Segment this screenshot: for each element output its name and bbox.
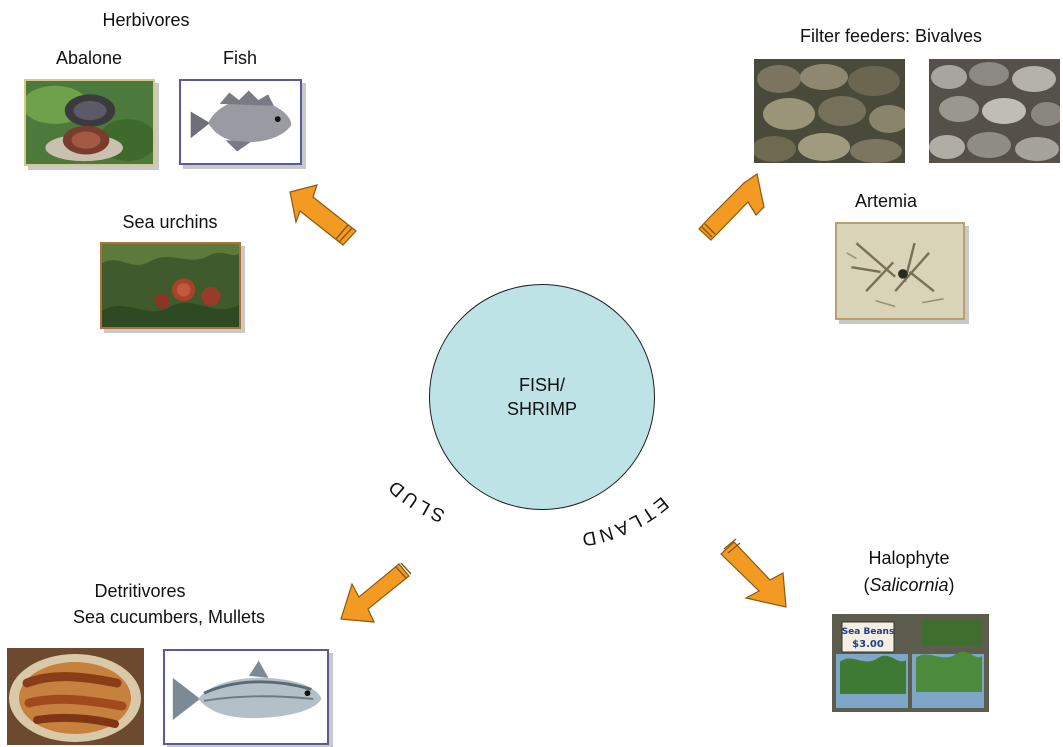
curved-label-left-text: SLUD (383, 474, 448, 526)
hub-label-line1: FISH/ (519, 373, 565, 397)
abalone-label: Abalone (56, 47, 122, 69)
sea-cucumbers-photo (7, 648, 144, 745)
arrow-to-filter-feeders (695, 172, 767, 242)
artemia-label: Artemia (855, 190, 917, 212)
hub-label-line2: SHRIMP (507, 397, 577, 421)
oysters-photo (754, 59, 905, 163)
halophyte-heading: Halophyte (868, 547, 949, 569)
abalone-photo (24, 79, 155, 166)
sea-urchins-label: Sea urchins (122, 211, 217, 233)
curved-label-right-text: ETLAND (578, 492, 673, 550)
mullet-photo (163, 649, 329, 745)
sea-urchins-photo (100, 242, 241, 329)
sea-beans-sign-line1: Sea Beans (842, 627, 895, 637)
fish-label: Fish (223, 47, 257, 69)
paren-close: ) (949, 575, 955, 595)
curved-label-right: ETLAND (578, 492, 673, 550)
clams-photo (929, 59, 1060, 163)
arrow-to-halophyte (718, 540, 790, 610)
artemia-photo (835, 222, 965, 320)
salicornia-photo: Sea Beans $3.00 (832, 614, 989, 712)
herbivorous-fish-photo (179, 79, 302, 165)
salicornia-name: Salicornia (869, 575, 948, 595)
arrow-to-detritivores (339, 556, 413, 624)
fish-shrimp-hub: FISH/ SHRIMP (429, 284, 655, 510)
detritivores-subheading: Sea cucumbers, Mullets (73, 606, 265, 628)
sea-beans-sign-line2: $3.00 (852, 639, 884, 650)
detritivores-heading: Detritivores (94, 580, 185, 602)
curved-label-left: SLUD (383, 474, 448, 526)
halophyte-species: (Salicornia) (863, 574, 954, 596)
filter-feeders-heading: Filter feeders: Bivalves (800, 25, 982, 47)
herbivores-heading: Herbivores (102, 9, 189, 31)
arrow-to-herbivores (288, 183, 358, 253)
